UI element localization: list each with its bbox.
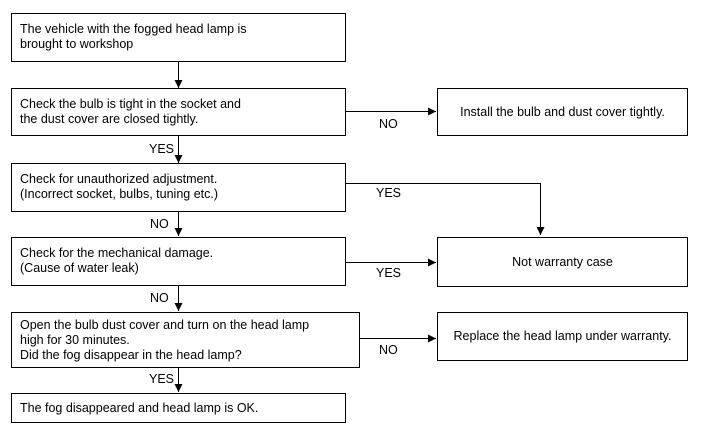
- check-adjustment-line-2: (Incorrect socket, bulbs, tuning etc.): [20, 187, 219, 201]
- replace-lamp-box: Replace the head lamp under warranty.: [437, 312, 688, 361]
- open-cover-line-3: Did the fog disappear in the head lamp?: [20, 348, 242, 362]
- label-adjust-yes: YES: [376, 186, 402, 200]
- check-adjustment-line-1: Check for unauthorized adjustment.: [20, 172, 218, 186]
- replace-lamp-text: Replace the head lamp under warranty.: [453, 329, 672, 343]
- open-cover-box: Open the bulb dust cover and turn on the…: [11, 312, 360, 368]
- label-bulb-yes: YES: [149, 142, 175, 156]
- check-bulb-line-2: the dust cover are closed tightly.: [20, 112, 199, 126]
- install-bulb-box: Install the bulb and dust cover tightly.: [437, 88, 688, 136]
- check-damage-line-2: (Cause of water leak): [20, 261, 139, 275]
- start-line-2: brought to workshop: [20, 37, 134, 51]
- label-fog-no: NO: [379, 343, 398, 357]
- not-warranty-text: Not warranty case: [512, 254, 613, 269]
- label-adjust-no: NO: [150, 217, 169, 231]
- end-text: The fog disappeared and head lamp is OK.: [20, 401, 259, 415]
- label-bulb-no: NO: [379, 117, 398, 131]
- label-damage-no: NO: [150, 291, 169, 305]
- open-cover-line-2: high for 30 minutes.: [20, 333, 130, 347]
- label-damage-yes: YES: [376, 266, 402, 280]
- install-bulb-text: Install the bulb and dust cover tightly.: [460, 104, 665, 119]
- arrow-adjustment-yes: [346, 183, 545, 235]
- start-line-1: The vehicle with the fogged head lamp is: [20, 22, 247, 36]
- end-box: The fog disappeared and head lamp is OK.: [11, 393, 346, 423]
- check-bulb-box: Check the bulb is tight in the socket an…: [11, 88, 346, 136]
- check-damage-line-1: Check for the mechanical damage.: [20, 246, 214, 260]
- open-cover-line-1: Open the bulb dust cover and turn on the…: [20, 318, 310, 332]
- not-warranty-box: Not warranty case: [437, 237, 688, 287]
- check-adjustment-box: Check for unauthorized adjustment. (Inco…: [11, 163, 346, 212]
- start-box: The vehicle with the fogged head lamp is…: [11, 13, 346, 62]
- label-fog-yes: YES: [149, 372, 175, 386]
- check-bulb-line-1: Check the bulb is tight in the socket an…: [20, 97, 241, 111]
- check-damage-box: Check for the mechanical damage. (Cause …: [11, 237, 346, 286]
